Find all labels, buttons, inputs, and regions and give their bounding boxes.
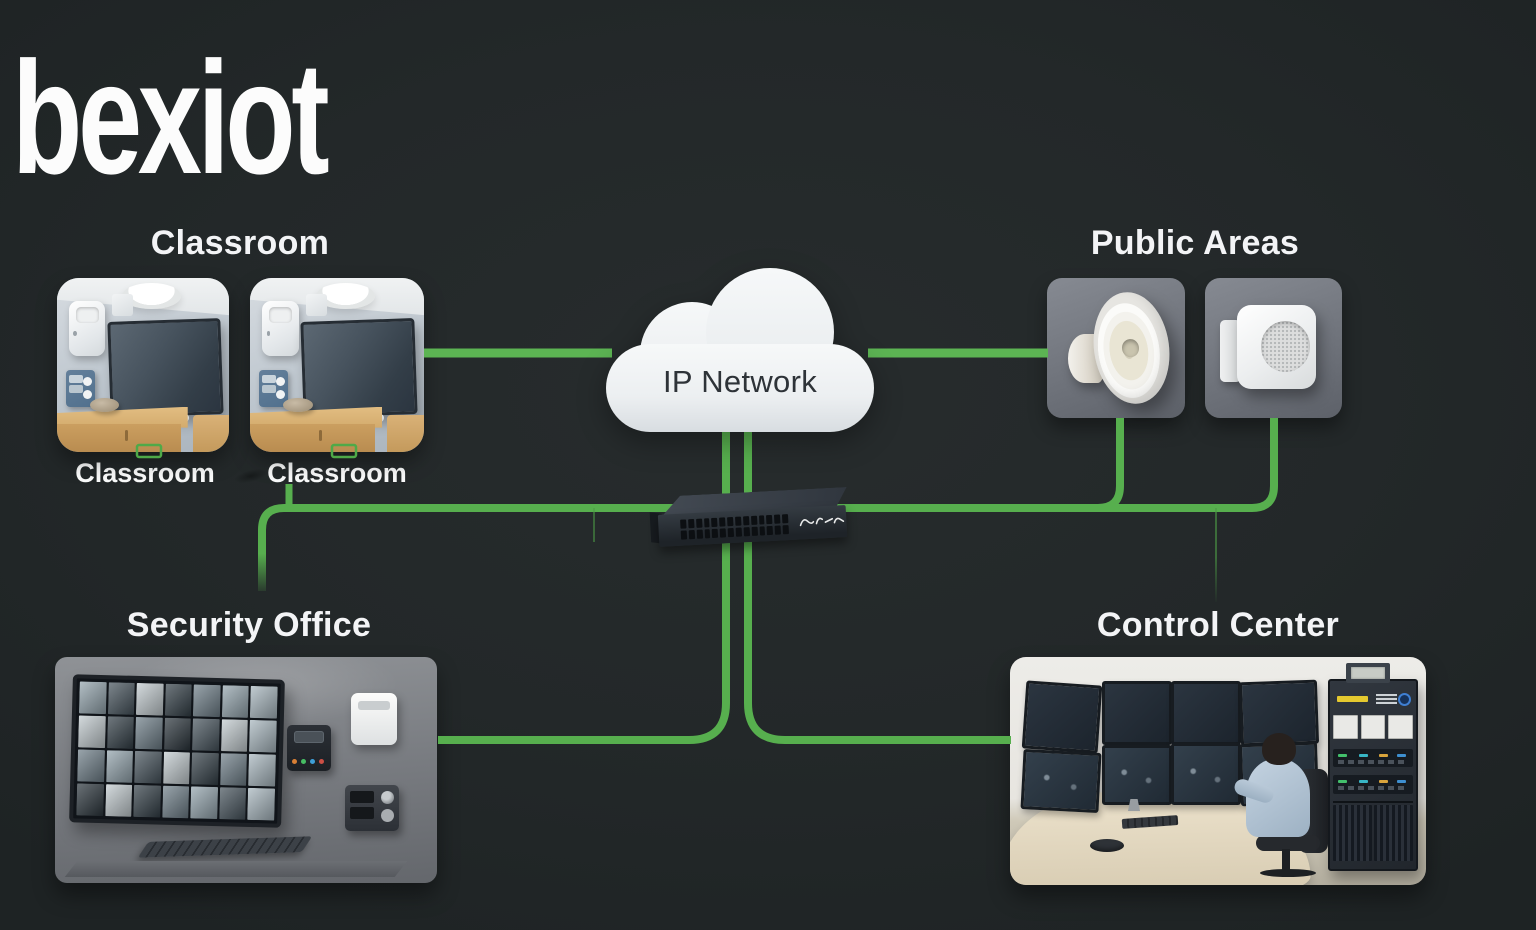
classroom-tile-1-label: Classroom [75,458,215,488]
intercom-panel-icon [258,370,289,407]
switch-ports [680,514,789,540]
server-rack-icon [1328,679,1418,871]
rack-logo [1397,693,1411,707]
monitor-icon [1021,680,1103,754]
control-center-image [1010,657,1426,885]
wall-speaker-icon [262,300,299,357]
rack-indicator-strip [1336,696,1368,702]
monitor-icon [1171,743,1241,805]
monitor-icon [1171,681,1241,745]
rack-top-unit [1346,663,1390,683]
wall-speaker-icon [69,300,106,357]
desk [387,415,424,452]
rack-equipment-row [1333,748,1413,768]
ip-network-cloud: IP Network [600,268,880,440]
rack-vent-doors [1333,801,1413,862]
mouse [89,398,119,412]
desk [192,415,229,452]
public-area-horn-speaker-tile [1047,278,1185,418]
monitor-stand [1128,799,1140,811]
cloud-icon [606,268,874,432]
keyboard [137,836,313,858]
switch-logo-scribble [799,517,845,527]
intercom-panel-icon [287,725,331,771]
security-office-section-title: Security Office [126,606,372,644]
rack-equipment-row [1333,775,1413,794]
rack-label [1376,694,1398,704]
operator-person [1262,733,1296,765]
monitor-icon [1102,745,1172,805]
link-public2-switch [822,418,1278,512]
link-switch-control [744,418,1011,744]
cctv-monitor-icon [69,674,285,828]
chair [1282,849,1290,871]
headset [1090,839,1124,852]
speaker-grille [1261,321,1311,372]
mouse [283,398,313,412]
control-center-section-title: Control Center [1096,606,1340,644]
public-area-cabinet-speaker-tile [1205,278,1342,418]
classroom-section-title: Classroom [150,224,330,262]
cctv-feed-grid [76,681,278,821]
intercom-panel-icon [65,370,95,407]
rack-panels [1333,714,1413,740]
link-public1-drop [1040,418,1124,512]
link-classroom-switch [258,504,690,591]
brand-logo: bexiot [12,28,330,207]
security-office-image [55,657,437,883]
classroom-tile-2-label: Classroom [267,458,407,488]
classroom-display-icon [300,317,418,419]
desk-shelf [64,861,408,877]
horn-speaker-icon [1086,287,1176,409]
monitor-icon [1102,681,1172,745]
cloud-label: IP Network [662,364,818,399]
desk [250,424,376,452]
speaker-bracket [1220,320,1241,382]
classroom-display-icon [106,317,223,419]
network-switch-icon [648,479,853,553]
cube-speaker-icon [112,293,133,317]
desk [57,406,188,428]
status-leds [292,758,325,764]
cube-speaker-icon [305,293,327,317]
classroom-tile-1 [57,278,229,452]
desk [250,406,383,428]
link-switch-security [438,418,730,744]
monitor-icon [1020,749,1102,813]
chair [1260,869,1316,877]
volume-control-panel-icon [345,785,399,831]
wall-speaker-icon [351,693,397,745]
public-areas-section-title: Public Areas [1090,224,1300,262]
chair [1256,835,1320,851]
desk [57,424,181,452]
classroom-tile-2 [250,278,424,452]
